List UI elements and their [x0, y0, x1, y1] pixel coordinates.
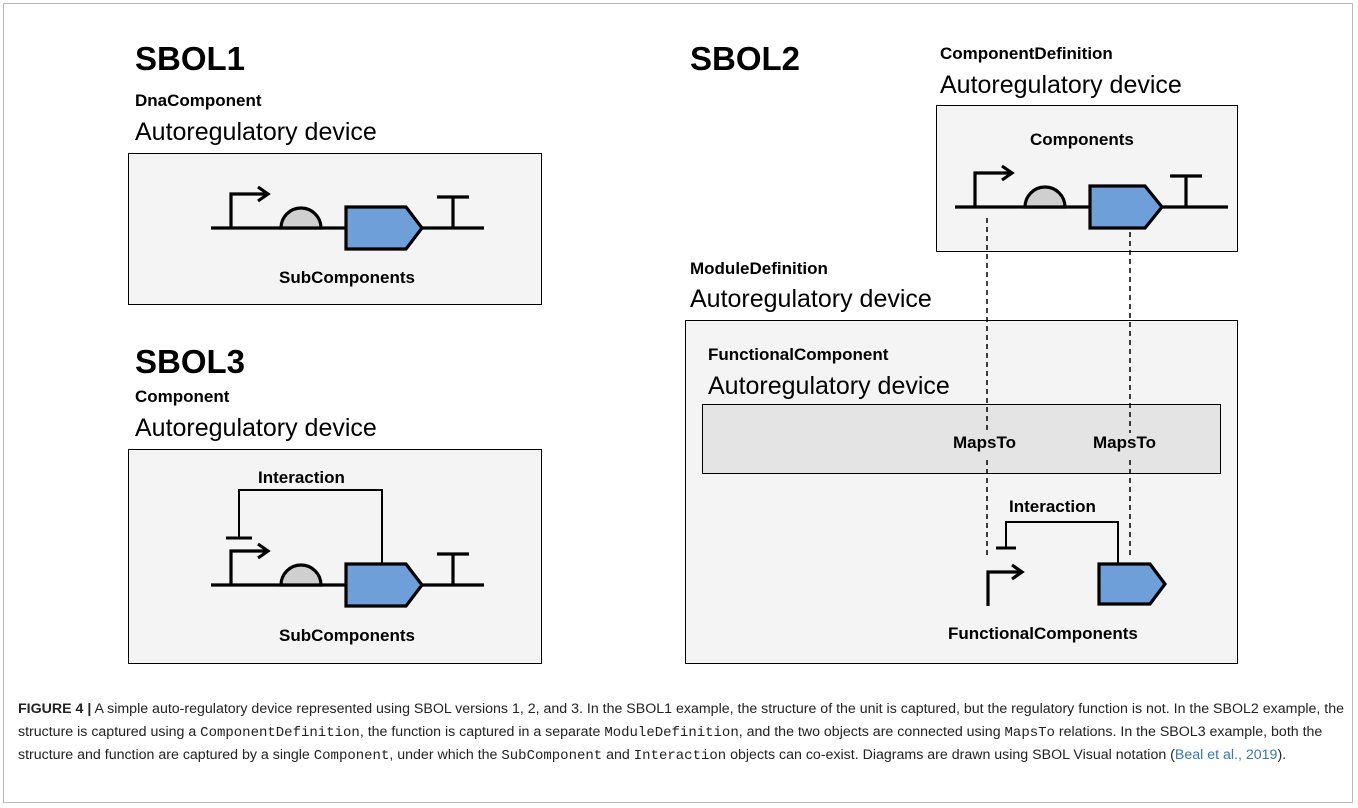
sbol2-interaction-line	[1005, 521, 1119, 563]
sbol3-title: SBOL3	[135, 343, 246, 380]
sbol1-promoter-icon	[229, 192, 266, 228]
caption-text-1: A simple auto-regulatory device represen…	[18, 701, 1344, 740]
functional-component-device-name: Autoregulatory device	[708, 372, 950, 400]
caption-code-subcomponent: SubComponent	[501, 748, 603, 764]
sbol2-interaction-label: Interaction	[1009, 497, 1096, 516]
sbol3-class-label: Component	[135, 387, 230, 406]
caption-code-component-definition: ComponentDefinition	[200, 724, 360, 741]
caption-text-7: objects can co-exist. Diagrams are drawn…	[726, 747, 1175, 763]
module-definition-class-label: ModuleDefinition	[690, 259, 828, 278]
sbol3-interaction-label: Interaction	[258, 468, 345, 487]
sbol1-cds-icon	[344, 205, 425, 251]
sbol1-title: SBOL1	[135, 40, 246, 77]
caption-reference-link[interactable]: Beal et al., 2019	[1174, 747, 1278, 763]
sbol2-promoter-arrowhead-icon	[1001, 164, 1015, 182]
caption-text-8: ).	[1277, 747, 1287, 763]
sbol3-promoter-arrowhead-icon	[257, 542, 271, 560]
sbol1-terminator-icon	[437, 195, 469, 228]
figure-frame	[3, 3, 1353, 803]
caption-text-6: and	[602, 747, 634, 763]
caption-code-interaction: Interaction	[633, 748, 727, 764]
caption-text-2: , the function is captured in a separate	[359, 723, 605, 740]
caption-text-5: , under which the	[389, 747, 502, 763]
sbol3-subcomponents-label: SubComponents	[279, 626, 415, 645]
caption-code-maps-to: MapsTo	[1004, 724, 1055, 741]
sbol2-title: SBOL2	[690, 40, 801, 77]
sbol2-terminator-icon	[1170, 174, 1202, 207]
component-definition-device-name: Autoregulatory device	[940, 71, 1182, 99]
module-definition-device-name: Autoregulatory device	[690, 285, 932, 313]
component-definition-class-label: ComponentDefinition	[940, 44, 1113, 63]
sbol3-cds-icon	[344, 562, 425, 608]
sbol1-subcomponents-label: SubComponents	[279, 268, 415, 287]
sbol3-terminator-icon	[437, 552, 469, 585]
sbol3-interaction-line	[238, 489, 383, 564]
functional-component-band: MapsTo MapsTo	[702, 404, 1221, 474]
functional-promoter-icon	[986, 570, 1020, 606]
sbol2-promoter-icon	[973, 171, 1010, 207]
sbol3-rbs-icon	[279, 563, 323, 587]
maps-to-left-label: MapsTo	[953, 433, 1016, 452]
module-definition-box: FunctionalComponent Autoregulatory devic…	[685, 320, 1238, 664]
functional-promoter-arrowhead-icon	[1011, 563, 1025, 581]
functional-cds-icon	[1097, 562, 1167, 606]
caption-text-3: , and the two objects are connected usin…	[738, 723, 1005, 740]
caption-code-module-definition: ModuleDefinition	[604, 724, 739, 741]
sbol1-device-name: Autoregulatory device	[135, 118, 377, 146]
sbol1-rbs-icon	[279, 206, 323, 230]
sbol1-class-label: DnaComponent	[135, 91, 262, 110]
maps-to-right-label: MapsTo	[1093, 433, 1156, 452]
caption-text-4: relations. In the SBOL3 example, both th…	[18, 723, 1323, 764]
figure-caption: FIGURE 4 | A simple auto-regulatory devi…	[18, 698, 1348, 768]
sbol2-cds-icon	[1088, 184, 1165, 230]
sbol2-rbs-icon	[1023, 185, 1067, 209]
sbol3-component-box: Interaction SubComponents	[128, 449, 542, 664]
figure-label: FIGURE 4 |	[18, 701, 92, 717]
functional-component-class-label: FunctionalComponent	[708, 345, 889, 364]
sbol3-device-name: Autoregulatory device	[135, 414, 377, 442]
sbol3-promoter-icon	[229, 549, 266, 585]
caption-code-component: Component	[313, 748, 390, 764]
functional-components-label: FunctionalComponents	[948, 624, 1138, 643]
sbol1-promoter-arrowhead-icon	[257, 185, 271, 203]
components-label: Components	[1030, 130, 1134, 149]
